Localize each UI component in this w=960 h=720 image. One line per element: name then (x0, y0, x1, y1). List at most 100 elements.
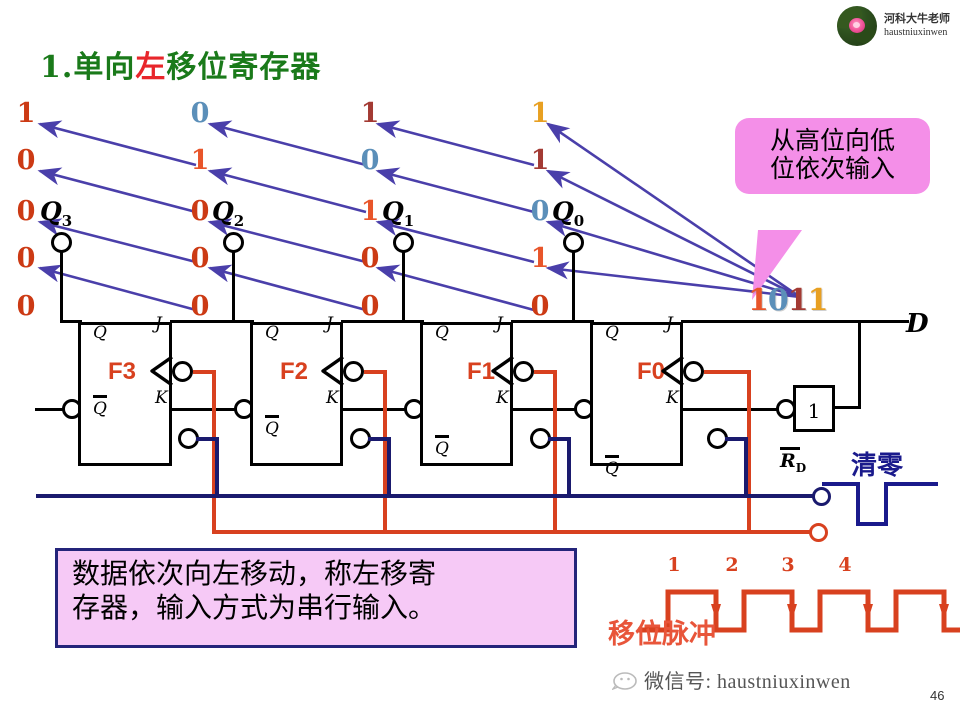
f2-clock-bubble (343, 361, 364, 382)
f1-qbar-pin-label: Q (435, 435, 449, 459)
title-suffix: 移位寄存器 (166, 50, 322, 85)
digit-q3-0: 1 (16, 98, 36, 129)
f2-q-pin-label: Q (265, 323, 279, 343)
clock-tap-f1 (534, 370, 556, 374)
callout-tail (752, 230, 802, 300)
f3-clock-bubble (172, 361, 193, 382)
reset-input-terminal[interactable] (812, 487, 831, 506)
f1-k-pin-label: K (496, 388, 509, 408)
f2-qbar-pin-label: Q (265, 415, 279, 439)
f3-j-pin-label: J (155, 314, 162, 334)
f3-k-pin-label: K (155, 388, 168, 408)
q0-output-terminal[interactable] (563, 232, 584, 253)
q3-feed-wire (60, 320, 82, 323)
inverter-label: 1 (807, 399, 821, 423)
seq-digit-2: 1 (787, 283, 809, 318)
q2-feed-wire (232, 320, 254, 323)
q0-output-stem (572, 248, 575, 323)
digit-q3-2: 0 (16, 196, 36, 227)
digit-q2-1: 1 (190, 145, 210, 176)
digit-q1-2: 1 (360, 196, 380, 227)
pulse-number-2: 2 (725, 554, 739, 576)
f1-clock-bubble (513, 361, 534, 382)
j-wire-f1 (511, 320, 575, 323)
clock-drop-f3 (212, 370, 216, 532)
clock-drop-f0 (747, 370, 751, 532)
digit-q0-2: 0 (530, 196, 550, 227)
clock-tap-f2 (364, 370, 386, 374)
label-q2: Q2 (212, 197, 245, 230)
digit-q2-2: 0 (190, 196, 210, 227)
callout-line-1: 从高位向低 (769, 126, 895, 155)
digit-q1-4: 0 (360, 291, 380, 322)
clock-bus (212, 530, 817, 534)
flipflop-f1[interactable] (420, 322, 513, 466)
k-wire-f3 (170, 408, 236, 411)
seq-digit-1: 0 (767, 283, 789, 318)
j-wire-f2 (341, 320, 405, 323)
q3-output-terminal[interactable] (51, 232, 72, 253)
digit-q0-3: 1 (530, 243, 550, 274)
pulse-number-4: 4 (838, 554, 852, 576)
clear-waveform (822, 482, 938, 526)
flipflop-f0[interactable] (590, 322, 683, 466)
clock-tap-f0 (704, 370, 750, 374)
q1-output-stem (402, 248, 405, 323)
input-sequence: 1011 (748, 283, 828, 318)
note-line-2: 存器，输入方式为串行输入。 (72, 591, 437, 625)
reset-tap-f2 (368, 437, 390, 441)
digit-q1-1: 0 (360, 145, 380, 176)
reset-bus (36, 494, 820, 498)
callout-line-2: 位依次输入 (769, 154, 895, 183)
k-wire-f1 (511, 408, 576, 411)
reset-drop-f0 (744, 437, 748, 497)
clear-label: 清零 (851, 451, 904, 481)
flipflop-f3[interactable] (78, 322, 172, 466)
seq-digit-3: 1 (807, 283, 829, 318)
reset-tap-f3 (196, 437, 218, 441)
q1-output-terminal[interactable] (393, 232, 414, 253)
f1-j-pin-label: J (496, 314, 503, 334)
clock-input-terminal[interactable] (809, 523, 828, 542)
reset-drop-f1 (567, 437, 571, 497)
inverter-gate[interactable]: 1 (793, 385, 835, 432)
note-line-1: 数据依次向左移动，称左移寄 (72, 557, 437, 590)
digit-q3-3: 0 (16, 243, 36, 274)
f0-j-pin-label: J (666, 314, 673, 334)
inverter-output-wire (835, 406, 861, 409)
digit-q3-1: 0 (16, 145, 36, 176)
inverter-output-riser (858, 386, 861, 408)
label-q0: Q0 (552, 197, 585, 230)
f1-name-label: F1 (467, 358, 496, 385)
f0-k-pin-label: K (666, 388, 679, 408)
f0-qbar-pin-label: Q (605, 455, 619, 479)
k-wire-f2 (341, 408, 406, 411)
callout-bubble: 从高位向低 位依次输入 (735, 118, 930, 194)
page-number: 46 (930, 688, 945, 703)
f0-name-label: F0 (637, 358, 666, 385)
logo-name-cn: 河科大牛老师 (884, 12, 950, 25)
wechat-icon (612, 671, 637, 690)
reset-pin-label: RD (780, 447, 806, 475)
label-q3: Q3 (40, 197, 73, 230)
explanation-box: 数据依次向左移动，称左移寄 存器，输入方式为串行输入。 (55, 548, 577, 648)
q2-output-terminal[interactable] (223, 232, 244, 253)
seq-digit-0: 1 (748, 283, 769, 318)
reset-tap-f1 (548, 437, 570, 441)
f3-name-label: F3 (108, 358, 137, 385)
pulse-number-1: 1 (667, 554, 681, 576)
clock-tap-f3 (193, 370, 215, 374)
q0-feed-wire (572, 320, 594, 323)
shift-pulse-waveform (638, 589, 960, 633)
clock-drop-f1 (553, 370, 557, 532)
digit-q2-0: 0 (190, 98, 210, 129)
clock-drop-f2 (383, 370, 387, 532)
title-highlight: 左 (135, 50, 167, 85)
digit-q2-3: 0 (190, 243, 210, 274)
q2-output-stem (232, 248, 235, 323)
flipflop-f2[interactable] (250, 322, 343, 466)
pulse-number-3: 3 (781, 554, 795, 576)
k-wire-f0 (681, 408, 783, 411)
title-prefix: 1.单向 (40, 50, 136, 85)
f2-k-pin-label: K (326, 388, 339, 408)
